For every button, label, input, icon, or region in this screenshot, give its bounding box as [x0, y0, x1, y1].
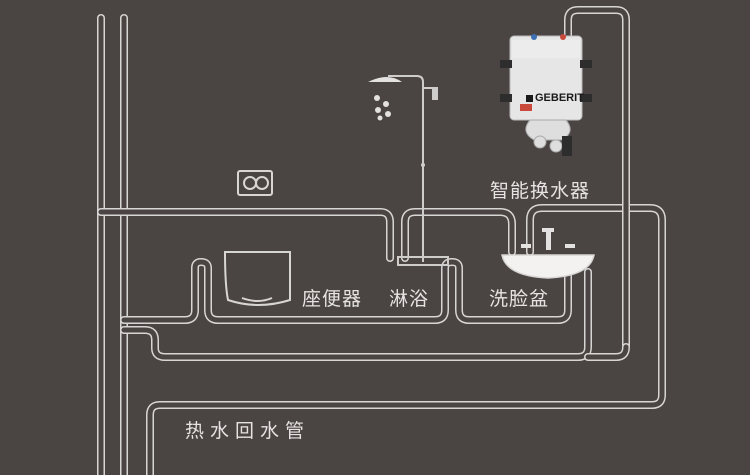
geberit-logo-icon: GEBERIT: [526, 92, 584, 104]
return-header-pipe: [120, 268, 630, 361]
shower-fixture: [368, 75, 449, 266]
upper-supply-pipe: [97, 204, 666, 475]
label-shower: 淋浴: [389, 288, 430, 310]
flush-plate-icon: [237, 170, 273, 196]
label-toilet: 座便器: [302, 288, 363, 310]
device-brand: GEBERIT: [535, 92, 584, 104]
label-wash-basin: 洗脸盆: [489, 288, 550, 310]
label-smart-water-exchanger: 智能换水器: [490, 180, 591, 202]
lower-return-pipe: [120, 258, 572, 324]
toilet-icon: [223, 251, 291, 306]
wash-basin-icon: [501, 228, 595, 279]
label-hot-water-return-pipe: 热水回水管: [185, 420, 311, 442]
left-risers: [97, 14, 128, 475]
shower-head-icon: [368, 77, 402, 82]
exchanger-supply-pipe: [564, 6, 630, 349]
